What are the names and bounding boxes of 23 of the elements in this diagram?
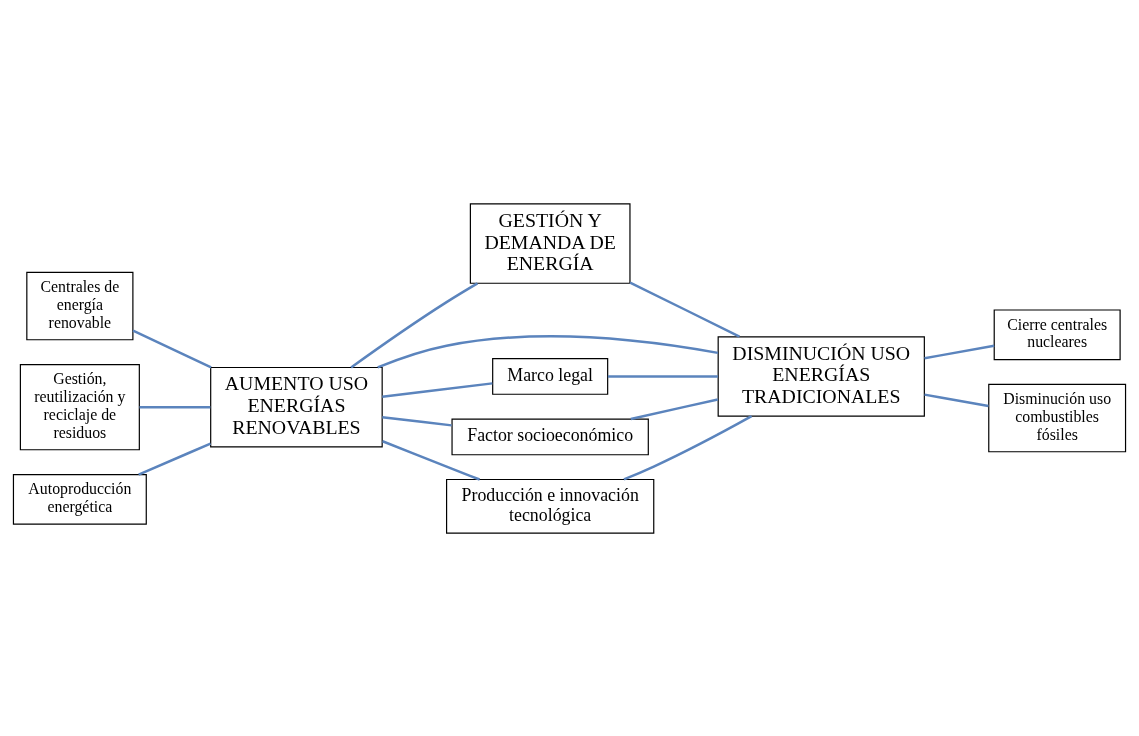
node-box: Cierre centrales nucleares (993, 308, 1121, 360)
connector (350, 281, 479, 368)
node-box: Producción e innovación tecnológica (446, 478, 655, 534)
node-box: Gestión, reutilización y reciclaje de residuos (19, 363, 140, 450)
node-box: AUMENTO USO ENERGÍAS RENOVABLES (210, 366, 383, 447)
connector (630, 397, 719, 420)
connector (607, 374, 718, 378)
node-box: Marco legal (492, 357, 609, 395)
connector (629, 280, 741, 338)
connector (139, 405, 211, 408)
node-box: Centrales de energía renovable (26, 271, 134, 340)
connector (924, 344, 995, 359)
connector (382, 381, 493, 398)
node-box: GESTIÓN Y DEMANDA DE ENERGÍA (469, 202, 631, 284)
connector (382, 415, 452, 427)
node-box: Disminución uso combustibles fósiles (988, 383, 1127, 452)
connector (132, 329, 212, 369)
connector (377, 334, 719, 369)
node-box: Factor socioeconómico (451, 417, 649, 455)
connector (138, 442, 212, 476)
node-box: Autoproducción energética (12, 473, 147, 525)
node-box: DISMINUCIÓN USO ENERGÍAS TRADICIONALES (717, 335, 925, 417)
connector (924, 392, 989, 407)
